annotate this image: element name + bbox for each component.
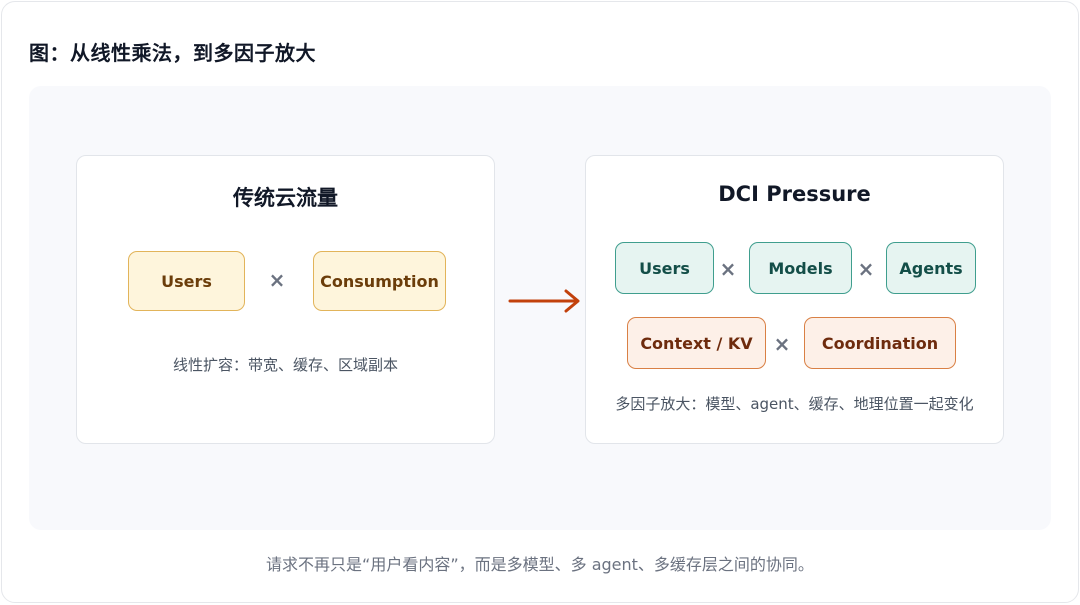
factor-agents: Agents (886, 242, 976, 294)
multi-factor-note: 多因子放大：模型、agent、缓存、地理位置一起变化 (615, 395, 974, 413)
traditional-cloud-title: 传统云流量 (233, 186, 338, 210)
figure-title: 图：从线性乘法，到多因子放大 (29, 41, 316, 65)
factor-users: Users (615, 242, 714, 294)
dci-pressure-title: DCI Pressure (718, 182, 871, 206)
factor-coordination: Coordination (804, 317, 956, 369)
traditional-cloud-panel: 传统云流量 Users × Consumption 线性扩容：带宽、缓存、区域副… (76, 155, 495, 444)
factor-context-kv: Context / KV (627, 317, 766, 369)
factor-consumption: Consumption (313, 251, 446, 311)
dci-pressure-panel: DCI Pressure Users × Models × Agents Con… (585, 155, 1004, 444)
factor-models: Models (749, 242, 852, 294)
multiply-sign: × (719, 257, 737, 281)
factor-users: Users (128, 251, 245, 311)
multiply-sign: × (773, 332, 791, 356)
linear-scaling-note: 线性扩容：带宽、缓存、区域副本 (172, 356, 398, 374)
arrow-right-icon (508, 289, 580, 313)
multiply-sign: × (268, 268, 286, 292)
figure-caption: 请求不再只是“用户看内容”，而是多模型、多 agent、多缓存层之间的协同。 (266, 555, 814, 574)
multiply-sign: × (857, 257, 875, 281)
